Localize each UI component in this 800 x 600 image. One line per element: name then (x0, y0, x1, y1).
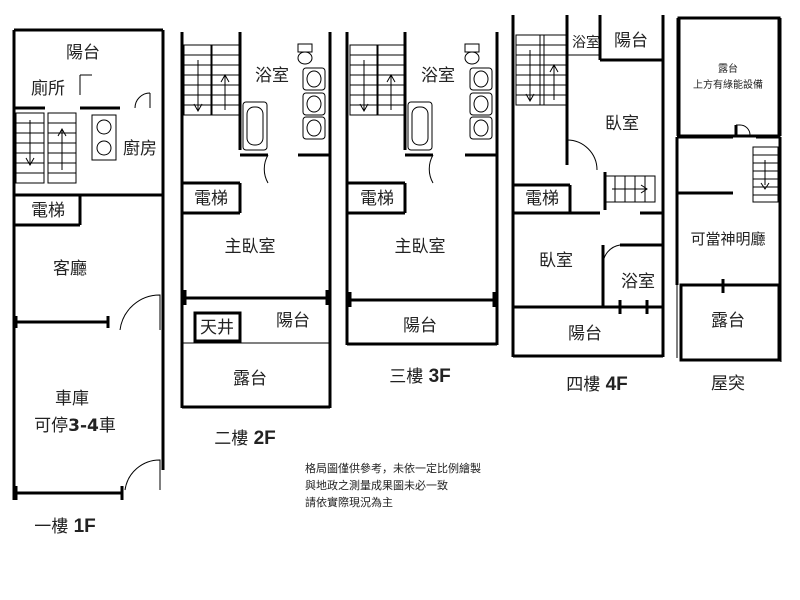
floor-4f-plan (511, 15, 665, 358)
room-elevator-1f: 電梯 (31, 201, 65, 221)
room-balcony-2f: 陽台 (276, 311, 310, 331)
floor-title-2f: 二樓 2F (214, 428, 276, 449)
room-bedroom2-4f: 臥室 (539, 251, 573, 271)
room-elevator-2f: 電梯 (194, 189, 228, 209)
floor-title-4f: 四樓 4F (566, 374, 628, 395)
room-elevator-4f: 電梯 (525, 189, 559, 209)
floor-title-1f: 一樓 1F (34, 516, 96, 537)
room-bath-top-4f: 浴室 (572, 34, 600, 51)
room-shrine-roof: 可當神明廳 (690, 230, 765, 248)
room-master-3f: 主臥室 (395, 237, 446, 257)
room-bath-2f: 浴室 (255, 66, 289, 86)
room-bath-4f: 浴室 (621, 272, 655, 292)
floor-roof-plan (675, 16, 782, 362)
floor-title-3f: 三樓 3F (389, 366, 451, 387)
floor-3f-plan (345, 32, 499, 346)
room-courtyard-2f: 天井 (200, 318, 234, 338)
room-terrace-top-roof: 露台 (718, 62, 738, 75)
floor-title-roof: 屋突 (711, 374, 745, 394)
floor-1f-plan (12, 28, 165, 500)
disclaimer-line-1: 格局圖僅供參考，未依一定比例繪製 (305, 461, 481, 475)
disclaimer-line-3: 請依實際現況為主 (305, 495, 393, 509)
room-balcony-top-4f: 陽台 (614, 31, 648, 51)
room-toilet-1f: 廁所 (31, 78, 65, 99)
green-energy-note: 上方有綠能設備 (693, 78, 763, 91)
room-balcony-1f: 陽台 (66, 43, 100, 63)
room-balcony-4f: 陽台 (568, 324, 602, 344)
room-living-1f: 客廳 (53, 259, 87, 279)
room-elevator-3f: 電梯 (360, 189, 394, 209)
room-master-2f: 主臥室 (225, 237, 276, 257)
room-balcony-3f: 陽台 (403, 316, 437, 336)
room-bedroom1-4f: 臥室 (605, 114, 639, 134)
room-kitchen-1f: 廚房 (123, 138, 157, 159)
garage-capacity-note: 可停3-4車 (34, 416, 116, 436)
room-terrace-2f: 露台 (233, 369, 267, 389)
floor-2f-plan (180, 32, 332, 409)
room-bath-3f: 浴室 (421, 66, 455, 86)
disclaimer-line-2: 與地政之測量成果圖未必一致 (305, 478, 448, 492)
room-garage-1f: 車庫 (55, 389, 89, 409)
room-terrace-roof: 露台 (711, 311, 745, 331)
